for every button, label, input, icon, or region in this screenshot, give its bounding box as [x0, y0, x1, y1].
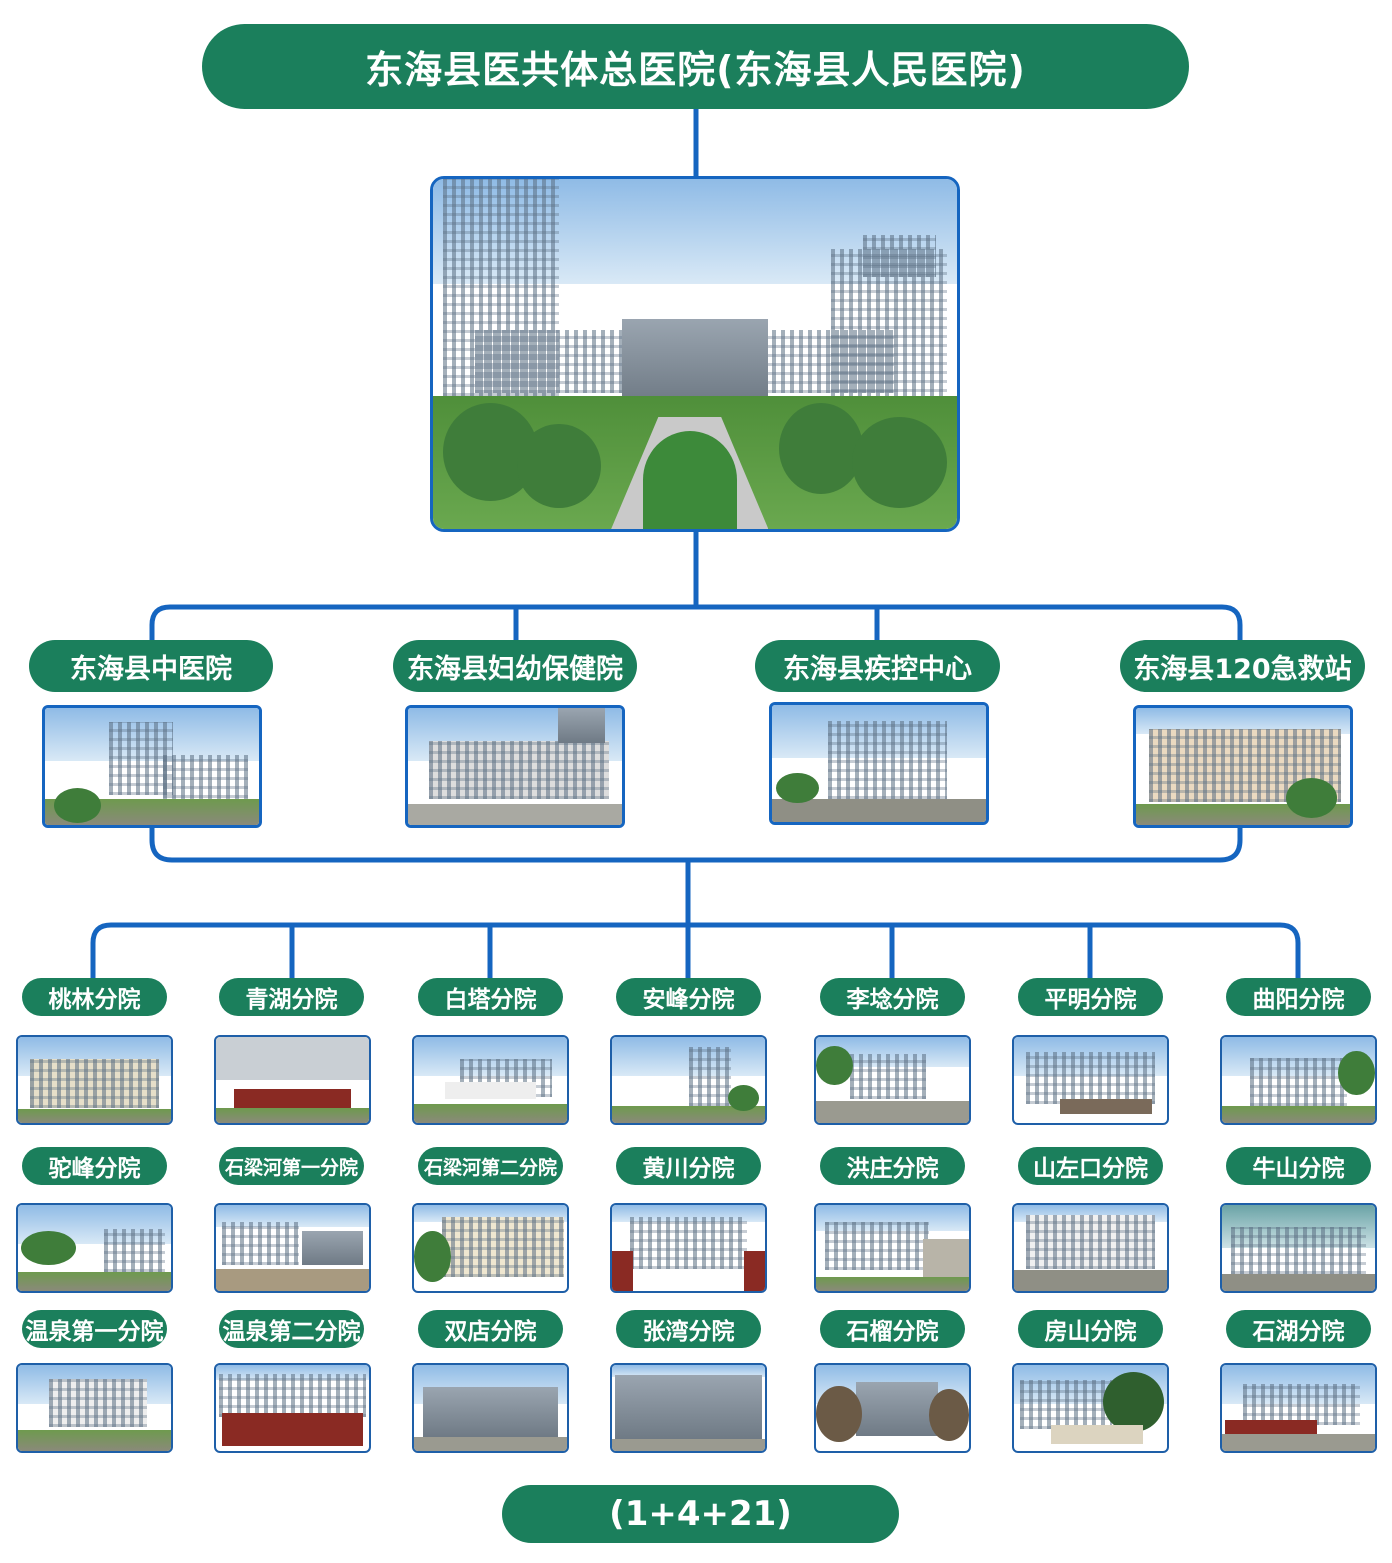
- photo-level2-3: [769, 702, 989, 825]
- photo-level2-4: [1133, 705, 1353, 828]
- node-level3-7: 曲阳分院: [1226, 978, 1371, 1016]
- node-level3-8: 驼峰分院: [22, 1147, 167, 1185]
- node-level3-19: 石榴分院: [820, 1310, 965, 1348]
- photo-level3-9: [214, 1203, 371, 1293]
- node-level3-5: 李埝分院: [820, 978, 965, 1016]
- connector-level2-bottom-bus: [149, 825, 1243, 863]
- photo-level3-8: [16, 1203, 173, 1293]
- photo-level3-16: [214, 1363, 371, 1453]
- photo-level3-14: [1220, 1203, 1377, 1293]
- photo-level3-6: [1012, 1035, 1169, 1125]
- photo-level3-19: [814, 1363, 971, 1453]
- photo-level3-17: [412, 1363, 569, 1453]
- node-level2-4: 东海县120急救站: [1120, 640, 1365, 692]
- photo-level3-7: [1220, 1035, 1377, 1125]
- main-hospital-photo: [430, 176, 960, 532]
- node-level3-1: 桃林分院: [22, 978, 167, 1016]
- node-level2-3: 东海县疾控中心: [755, 640, 1000, 692]
- page-title: 东海县医共体总医院(东海县人民医院): [202, 24, 1189, 109]
- node-level3-17: 双店分院: [418, 1310, 563, 1348]
- photo-level2-1: [42, 705, 262, 828]
- node-level3-13: 山左口分院: [1018, 1147, 1163, 1185]
- photo-level3-3: [412, 1035, 569, 1125]
- node-level3-4: 安峰分院: [616, 978, 761, 1016]
- node-level3-9: 石梁河第一分院: [219, 1147, 364, 1185]
- photo-level3-12: [814, 1203, 971, 1293]
- node-level3-15: 温泉第一分院: [22, 1310, 167, 1348]
- photo-level3-20: [1012, 1363, 1169, 1453]
- photo-level3-10: [412, 1203, 569, 1293]
- photo-level3-5: [814, 1035, 971, 1125]
- node-level3-6: 平明分院: [1018, 978, 1163, 1016]
- node-level3-14: 牛山分院: [1226, 1147, 1371, 1185]
- photo-level3-4: [610, 1035, 767, 1125]
- connector-level2-bus: [149, 604, 1243, 643]
- photo-level2-2: [405, 705, 625, 828]
- node-level2-1: 东海县中医院: [29, 640, 273, 692]
- photo-level3-11: [610, 1203, 767, 1293]
- photo-level3-18: [610, 1363, 767, 1453]
- node-level3-16: 温泉第二分院: [219, 1310, 364, 1348]
- photo-level3-15: [16, 1363, 173, 1453]
- node-level3-3: 白塔分院: [418, 978, 563, 1016]
- footer-summary: (1+4+21): [502, 1485, 899, 1543]
- node-level3-21: 石湖分院: [1226, 1310, 1371, 1348]
- photo-level3-2: [214, 1035, 371, 1125]
- photo-level3-13: [1012, 1203, 1169, 1293]
- node-level3-20: 房山分院: [1018, 1310, 1163, 1348]
- photo-level3-1: [16, 1035, 173, 1125]
- node-level3-18: 张湾分院: [616, 1310, 761, 1348]
- node-level3-10: 石梁河第二分院: [418, 1147, 563, 1185]
- connector-level3-bus: [90, 922, 1301, 981]
- node-level2-2: 东海县妇幼保健院: [393, 640, 637, 692]
- photo-level3-21: [1220, 1363, 1377, 1453]
- node-level3-11: 黄川分院: [616, 1147, 761, 1185]
- node-level3-12: 洪庄分院: [820, 1147, 965, 1185]
- node-level3-2: 青湖分院: [219, 978, 364, 1016]
